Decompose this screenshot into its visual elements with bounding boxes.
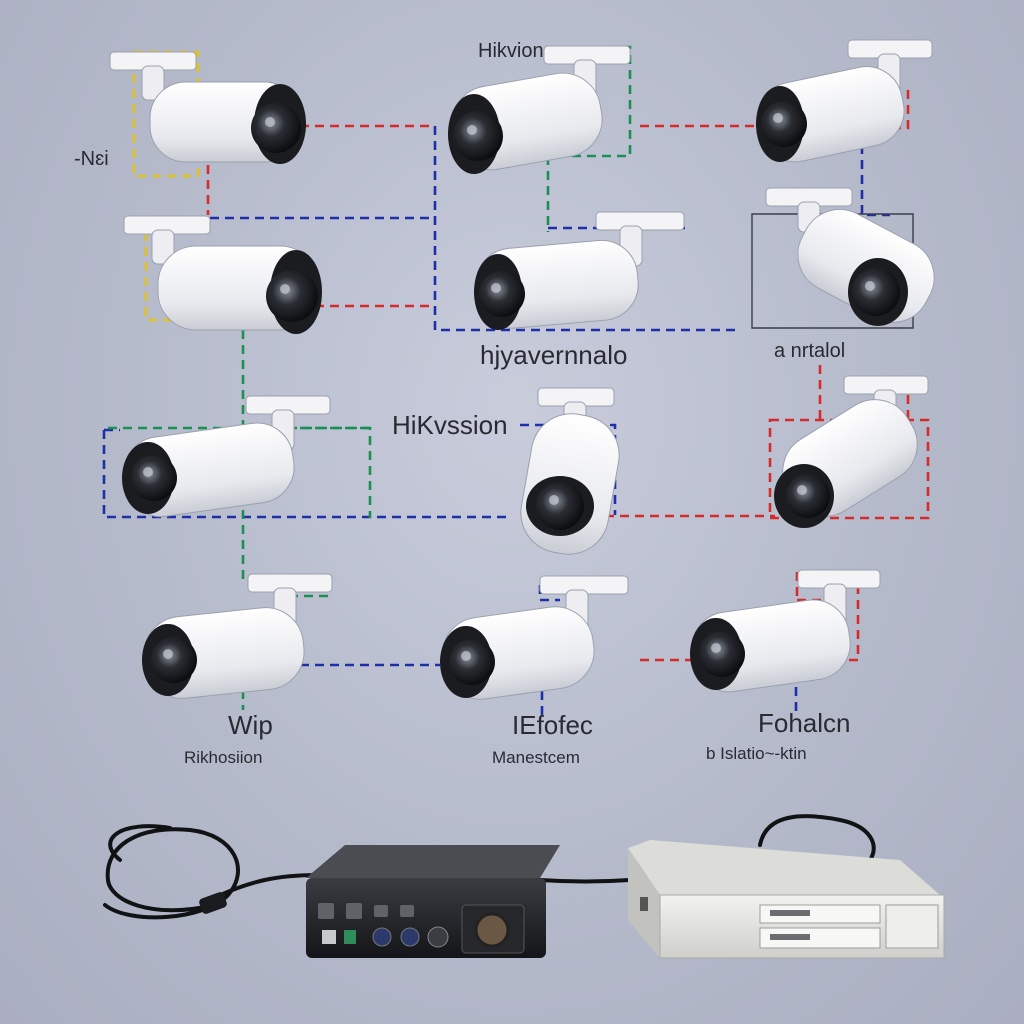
- camera-cam-r2-right: [765, 187, 935, 326]
- label-row2-center-caption: hjyavernnalo: [480, 340, 628, 370]
- camera-cam-r2-center: [474, 211, 685, 330]
- power-adapter: [306, 845, 560, 958]
- power-socket-icon: [474, 912, 510, 948]
- camera-cam-r4-left: [142, 573, 333, 699]
- camera-lens: [786, 474, 830, 518]
- camera-lens: [266, 270, 318, 322]
- wire-green: [548, 45, 632, 158]
- camera-cam-r1-center: [448, 45, 631, 174]
- label-center-title: HiKvssion: [392, 410, 508, 440]
- wire-red: [860, 90, 910, 130]
- camera-cam-r1-right: [756, 39, 933, 163]
- camera-cam-r3-left: [122, 395, 331, 518]
- port-icon: [427, 926, 449, 948]
- label-bottom-left-caption: Rikhosiion: [184, 748, 263, 767]
- wire-blue: [433, 126, 740, 332]
- camera-lens: [536, 482, 584, 530]
- port-icon: [400, 927, 420, 947]
- camera-lens: [251, 103, 301, 153]
- camera-lens: [449, 639, 495, 685]
- label-bottom-right-title: Fohalcn: [758, 708, 851, 738]
- camera-cam-r3-right: [774, 375, 929, 528]
- wire-gray-frame: [751, 213, 914, 329]
- camera-lens: [151, 637, 197, 683]
- label-row2-right-caption: a nrtalol: [774, 340, 846, 362]
- nvr-recorder: [628, 840, 945, 959]
- power-cable: [103, 814, 876, 920]
- label-top-left-mark: -Nɛi: [74, 148, 109, 170]
- camera-lens: [699, 631, 745, 677]
- label-top-center-title: Hikvion: [478, 40, 544, 62]
- label-bottom-center-title: IEfofec: [512, 710, 593, 740]
- label-bottom-right-caption: b Islatio~-ktin: [706, 744, 807, 763]
- cable-plug: [199, 892, 227, 914]
- camera-lens: [852, 268, 900, 316]
- wire-yellow: [132, 50, 200, 178]
- camera-cam-r1-left: [109, 51, 306, 164]
- camera-cam-r2-left: [123, 215, 322, 334]
- camera-lens: [761, 101, 807, 147]
- camera-cam-r4-center: [440, 575, 629, 700]
- label-bottom-left-title: Wip: [228, 710, 273, 740]
- camera-cam-r4-right: [690, 569, 881, 693]
- camera-cam-r3-center: [520, 387, 620, 555]
- camera-lens: [479, 271, 525, 317]
- camera-lens: [131, 455, 177, 501]
- camera-lens: [453, 111, 503, 161]
- port-icon: [372, 927, 392, 947]
- wire-green: [108, 426, 372, 518]
- label-bottom-center-caption: Manestcem: [492, 748, 580, 767]
